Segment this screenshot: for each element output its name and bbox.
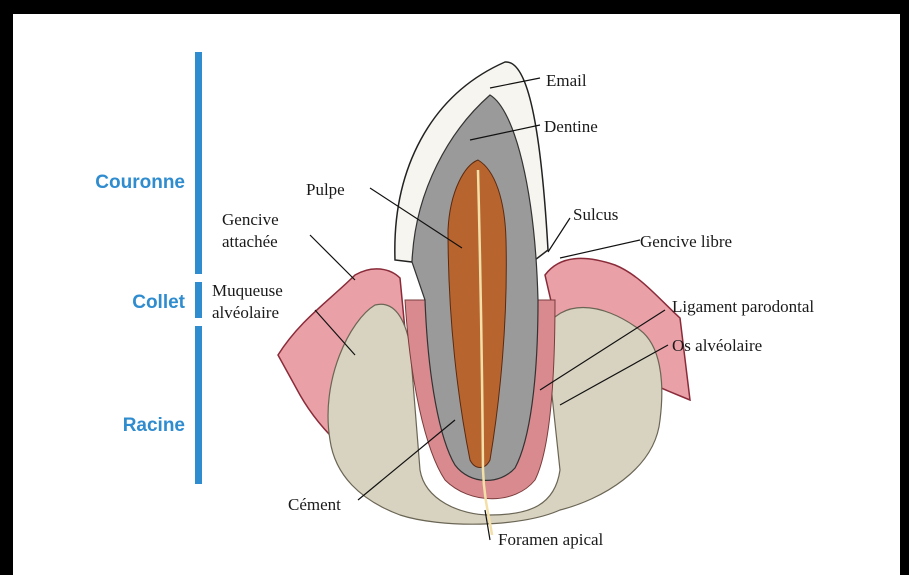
crown-bar bbox=[195, 52, 202, 274]
region-crown: Couronne bbox=[95, 172, 185, 193]
leader-gencive-libre bbox=[560, 240, 640, 258]
region-root: Racine bbox=[123, 415, 185, 436]
label-sulcus: Sulcus bbox=[573, 205, 618, 224]
label-cement: Cément bbox=[288, 495, 341, 514]
region-neck: Collet bbox=[132, 292, 185, 313]
leader-gencive-attachee bbox=[310, 235, 355, 280]
label-ligament: Ligament parodontal bbox=[672, 297, 814, 316]
label-gencive-attachee-line2: attachée bbox=[222, 232, 278, 251]
label-pulpe: Pulpe bbox=[306, 180, 345, 199]
label-foramen: Foramen apical bbox=[498, 530, 604, 549]
neck-bar bbox=[195, 282, 202, 318]
root-bar bbox=[195, 326, 202, 484]
label-dentine: Dentine bbox=[544, 117, 598, 136]
label-muqueuse-line1: Muqueuse bbox=[212, 281, 283, 300]
leader-sulcus bbox=[548, 218, 570, 252]
label-email: Email bbox=[546, 71, 587, 90]
label-os: Os alvéolaire bbox=[672, 336, 762, 355]
label-gencive-libre: Gencive libre bbox=[640, 232, 732, 251]
label-muqueuse-line2: alvéolaire bbox=[212, 303, 279, 322]
label-gencive-attachee-line1: Gencive bbox=[222, 210, 279, 229]
